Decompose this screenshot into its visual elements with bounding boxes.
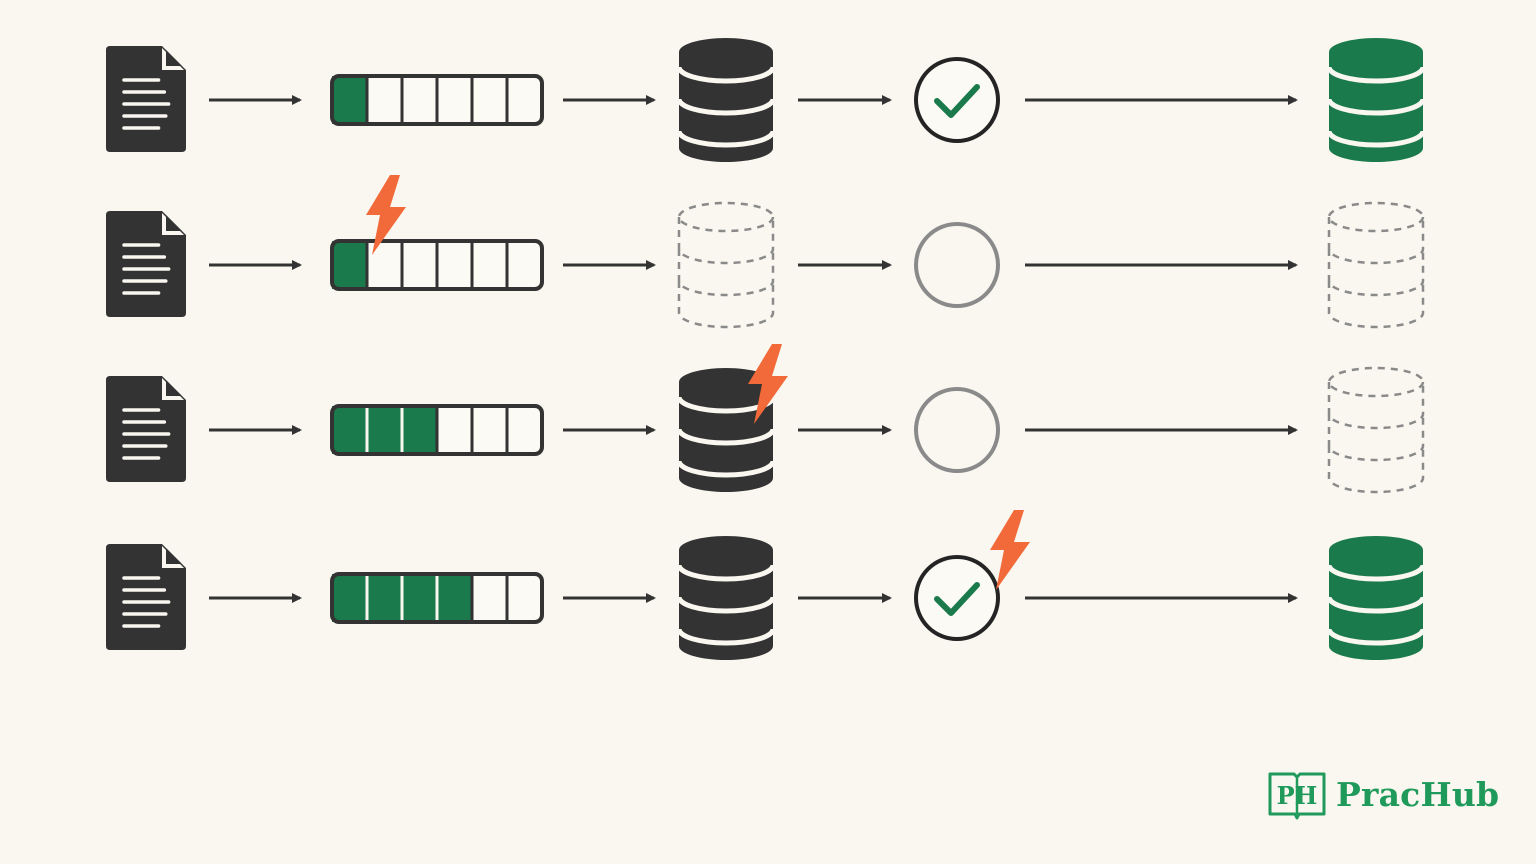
destination-database-icon [1327, 366, 1425, 494]
pipeline-row [106, 344, 1425, 494]
progress-bar [330, 404, 544, 456]
empty-circle-icon [914, 387, 1000, 473]
document-icon [106, 376, 186, 482]
document-icon [106, 211, 186, 317]
database-icon [677, 201, 775, 329]
logo-letters: PH [1277, 781, 1318, 810]
progress-bar [330, 572, 544, 624]
brand-name: PracHub [1336, 774, 1500, 814]
database-icon [676, 536, 776, 660]
brand-logo: PH PracHub [1266, 768, 1499, 820]
progress-bar [330, 239, 544, 291]
check-circle-icon [914, 555, 1000, 641]
lightning-icon [366, 175, 406, 255]
book-icon: PH [1268, 772, 1326, 820]
progress-segment-filled [437, 574, 472, 622]
pipeline-row [106, 38, 1426, 162]
progress-segment-filled [367, 406, 402, 454]
database-icon [676, 368, 776, 492]
pipeline-row [106, 175, 1425, 329]
progress-segment-filled [332, 406, 367, 454]
progress-segment-filled [332, 574, 367, 622]
pipeline-row [106, 510, 1426, 660]
check-circle-icon [914, 57, 1000, 143]
progress-segment-filled [332, 241, 367, 289]
progress-segment-filled [402, 406, 437, 454]
progress-segment-filled [332, 76, 367, 124]
document-icon [106, 544, 186, 650]
destination-database-icon [1326, 38, 1426, 162]
progress-segment-filled [402, 574, 437, 622]
lightning-icon [748, 344, 788, 424]
progress-bar [330, 74, 544, 126]
lightning-icon [990, 510, 1030, 590]
destination-database-icon [1327, 201, 1425, 329]
progress-segment-filled [367, 574, 402, 622]
document-icon [106, 46, 186, 152]
empty-circle-icon [914, 222, 1000, 308]
destination-database-icon [1326, 536, 1426, 660]
database-icon [676, 38, 776, 162]
